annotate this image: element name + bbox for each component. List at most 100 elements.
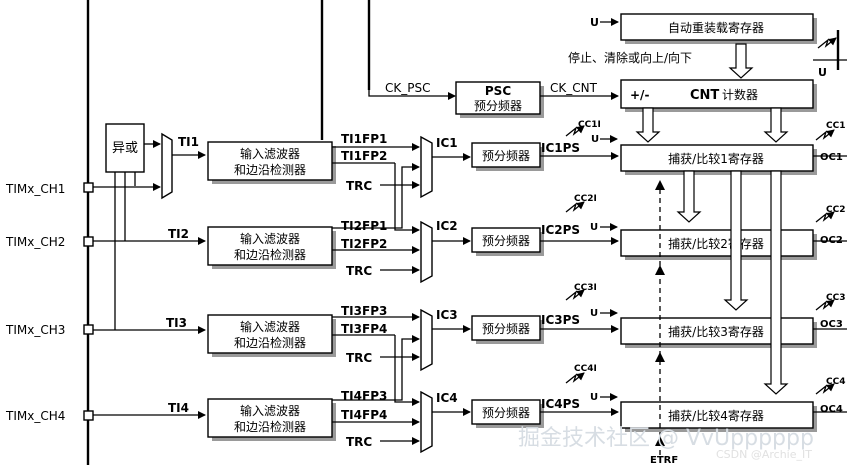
cnt-to-cc1-arrow-a [635, 107, 661, 143]
trc4-label: TRC [346, 435, 372, 449]
ck-cnt-label: CK_CNT [550, 81, 598, 95]
capture-compare-register-4 [620, 401, 814, 429]
etrf-label: ETRF [650, 455, 678, 465]
ti4fp3-label: TI4FP3 [341, 389, 387, 403]
cross-ti1fp2 [394, 163, 420, 234]
filter-4-line2: 和边沿检测器 [234, 419, 306, 434]
cc-arrow-1-2 [676, 170, 702, 223]
ic4-mux [420, 390, 433, 454]
capture-compare-1-label: 捕获/比较1寄存器 [668, 151, 764, 166]
cc2-edge-zigzag [815, 211, 835, 223]
etrf-arrow-3 [655, 352, 665, 362]
input-ch1-pin [83, 182, 94, 193]
ti3fp3-label: TI3FP3 [341, 304, 387, 318]
watermark-sub: CSDN @Archie_IT [716, 448, 812, 461]
psc-box [455, 81, 541, 115]
etrf-arrow-1 [655, 180, 665, 190]
etrf-arrow-2 [655, 265, 665, 275]
u-label-3: U [590, 308, 598, 319]
capture-compare-4-label: 捕获/比较4寄存器 [668, 408, 764, 423]
xor-label: 异或 [112, 141, 138, 156]
prescaler-1-label: 预分频器 [482, 149, 530, 163]
ti2fp1-label: TI2FP1 [341, 219, 387, 233]
ti2fp2-label: TI2FP2 [341, 237, 387, 251]
u-label-4: U [590, 392, 598, 403]
u-label-2: U [590, 222, 598, 233]
ic1ps-label: IC1PS [541, 141, 580, 155]
input-ch4-label: TIMx_CH4 [5, 409, 65, 423]
cc4-edge-label: CC4 [826, 377, 845, 387]
u-label-1: U [591, 134, 599, 145]
cc1-edge-label: CC1 [826, 121, 845, 131]
input-filter-1 [207, 141, 333, 181]
xor-gate-box [105, 123, 145, 173]
ic4-label: IC4 [436, 391, 458, 405]
ti3fp4-label: TI3FP4 [341, 322, 387, 336]
prescaler-3-label: 预分频器 [482, 322, 530, 336]
etrf-arrow-4 [655, 436, 665, 446]
filter-4-line1: 输入滤波器 [240, 403, 300, 418]
cnt-name: CNT [690, 88, 719, 103]
prescaler-1 [471, 142, 541, 168]
ic3-label: IC3 [436, 308, 458, 322]
prescaler-2 [471, 227, 541, 253]
ic2-mux [420, 220, 433, 284]
cnt-direction: +/- [630, 88, 649, 102]
prescaler-4 [471, 399, 541, 425]
ti2-label: TI2 [168, 227, 189, 241]
ti1fp1-label: TI1FP1 [341, 132, 387, 146]
ti1-label: TI1 [178, 135, 199, 149]
psc-title: PSC [485, 84, 511, 98]
u-label-autoreload: U [590, 16, 599, 29]
cc2-edge-label: CC2 [826, 205, 845, 215]
filter-1-line1: 输入滤波器 [240, 146, 300, 161]
cc3i-label: CC3I [574, 283, 597, 293]
ic2-label: IC2 [436, 219, 458, 233]
cross-ti3fp4 [394, 335, 420, 406]
capture-compare-2-label: 捕获/比较2寄存器 [668, 236, 764, 251]
trc3-label: TRC [346, 351, 372, 365]
auto-reload-label: 自动重装载寄存器 [668, 20, 764, 35]
cc3-edge-zigzag [815, 299, 835, 311]
filter-3-line1: 输入滤波器 [240, 319, 300, 334]
oc3-label: OC3 [820, 319, 843, 330]
ti4-label: TI4 [168, 401, 189, 415]
cc3-edge-label: CC3 [826, 293, 845, 303]
ic3ps-label: IC3PS [541, 313, 580, 327]
prescaler-2-label: 预分频器 [482, 234, 530, 248]
input-ch3-label: TIMx_CH3 [5, 323, 65, 337]
auto-reload-register [620, 13, 814, 41]
oc4-label: OC4 [820, 404, 843, 415]
trc2-label: TRC [346, 264, 372, 278]
ti3-label: TI3 [166, 316, 187, 330]
cnt-counter-box [620, 79, 814, 109]
cc4i-zigzag [565, 372, 585, 384]
cc4-edge-zigzag [815, 383, 835, 395]
filter-2-line2: 和边沿检测器 [234, 247, 306, 262]
ic2ps-label: IC2PS [541, 223, 580, 237]
cc1-edge-zigzag [815, 129, 835, 141]
trc1-label: TRC [346, 179, 372, 193]
input-ch2-pin [83, 236, 94, 247]
zigzag-top [817, 37, 837, 49]
ck-psc-label: CK_PSC [385, 81, 430, 95]
cnt-subtitle: 计数器 [722, 87, 758, 102]
input-ch2-label: TIMx_CH2 [5, 235, 65, 249]
ti1fp2-label: TI1FP2 [341, 149, 387, 163]
ck-psc-wire [368, 90, 456, 100]
cross-ti2fp1 [395, 163, 420, 229]
input-ch3-pin [83, 324, 94, 335]
cnt-to-cc1-arrow-b [763, 107, 789, 143]
ic1-mux [420, 135, 433, 199]
cc1i-label: CC1I [578, 120, 601, 130]
input-ch1-label: TIMx_CH1 [5, 182, 65, 196]
filter-2-line1: 输入滤波器 [240, 231, 300, 246]
oc2-label: OC2 [820, 235, 843, 246]
stop-clear-label: 停止、清除或向上/向下 [568, 50, 692, 65]
ic3-mux [420, 308, 433, 372]
input-ch4-pin [83, 410, 94, 421]
cc-arrow-3-4 [763, 170, 789, 395]
u-label-cnt-right: U [818, 66, 827, 79]
input-filter-2 [207, 226, 333, 266]
